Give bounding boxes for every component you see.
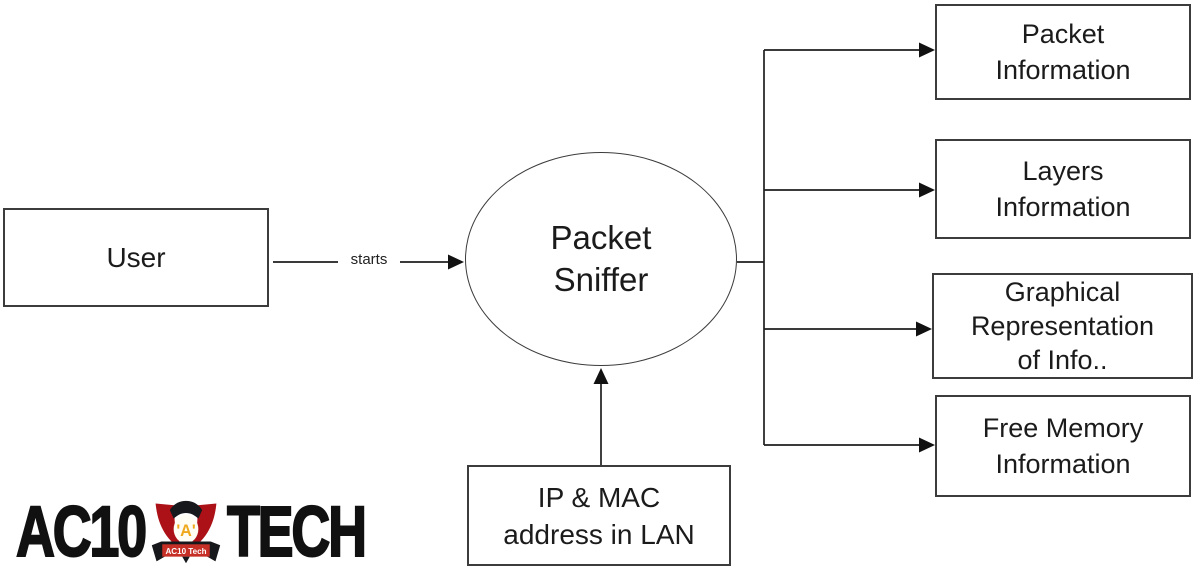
- shield-dome: [169, 500, 202, 519]
- edge-starts-label: starts: [338, 251, 400, 268]
- ac10-tech-logo: AC10 'A' AC10 Tech TECH: [15, 493, 408, 572]
- output-label-line: Free Memory: [982, 413, 1144, 443]
- output-label-line: Graphical: [1004, 277, 1121, 307]
- output-label-line: Layers: [1022, 156, 1104, 186]
- output-label-line: Information: [995, 192, 1131, 222]
- ribbon-banner-text: AC10 Tech: [165, 547, 206, 556]
- arrowhead-packet-info: [919, 42, 935, 58]
- output-label-line: Information: [995, 55, 1131, 85]
- output-label-line: of Info..: [1017, 345, 1108, 375]
- output-node-graphical-representation: Graphical Representation of Info..: [932, 273, 1193, 379]
- shield-right-wing: [186, 503, 216, 552]
- user-node-label: User: [106, 241, 166, 273]
- output-node-packet-information: Packet Information: [935, 4, 1191, 100]
- packet-sniffer-label-line2: Sniffer: [553, 261, 649, 298]
- source-label-line1: IP & MAC: [537, 481, 661, 513]
- logo-word-ac10: AC10: [15, 493, 148, 572]
- ribbon-band: [161, 544, 210, 557]
- packet-sniffer-node: Packet Sniffer: [465, 152, 737, 366]
- arrowhead-source-sniffer: [593, 368, 609, 384]
- arrowhead-user-sniffer: [448, 254, 464, 270]
- shield-letter: 'A': [176, 522, 195, 540]
- output-node-layers-information: Layers Information: [935, 139, 1191, 239]
- logo-word-tech: TECH: [226, 493, 368, 572]
- shield-emblem-icon: 'A' AC10 Tech: [151, 500, 220, 564]
- source-node-ip-mac: IP & MAC address in LAN: [467, 465, 731, 566]
- packet-sniffer-label-line1: Packet: [550, 219, 652, 256]
- output-label-line: Information: [995, 449, 1131, 479]
- output-label-line: Representation: [970, 311, 1155, 341]
- output-node-free-memory-information: Free Memory Information: [935, 395, 1191, 497]
- output-label-line: Packet: [1021, 19, 1105, 49]
- arrowhead-free-memory: [919, 437, 935, 453]
- arrowhead-layers-info: [919, 182, 935, 198]
- ribbon-tail: [181, 556, 190, 564]
- shield-center: [173, 514, 198, 544]
- shield-left-wing: [155, 503, 185, 552]
- arrowhead-graphical: [916, 321, 932, 337]
- source-label-line2: address in LAN: [503, 518, 695, 550]
- user-node: User: [3, 208, 269, 307]
